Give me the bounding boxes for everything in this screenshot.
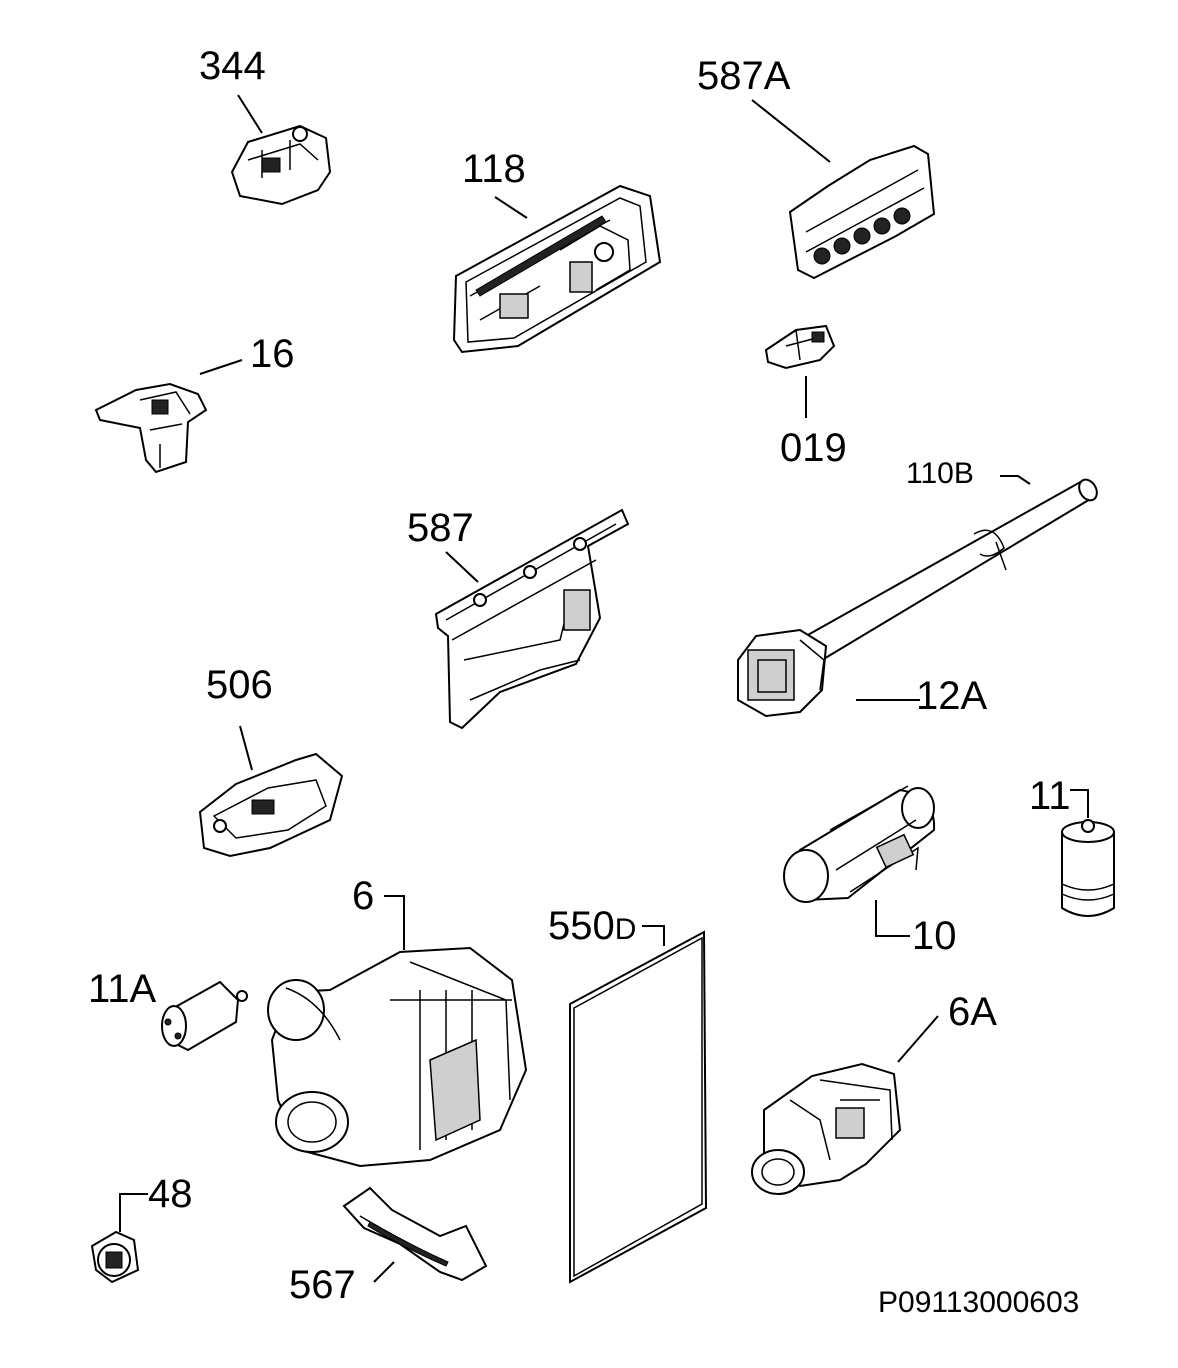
label-587a: 587A bbox=[697, 54, 791, 98]
label-550d-suffix: D bbox=[614, 913, 637, 946]
part-48-drawing bbox=[90, 1193, 148, 1284]
part-16-drawing bbox=[94, 359, 243, 474]
part-6-drawing bbox=[267, 895, 528, 1168]
label-110b: 110B bbox=[906, 457, 974, 490]
part-118-drawing bbox=[452, 184, 662, 354]
label-6: 6 bbox=[352, 874, 375, 918]
label-550d-number: 550 bbox=[548, 904, 615, 948]
part-11a-drawing bbox=[161, 980, 248, 1052]
part-110b-12a-drawing bbox=[737, 475, 1098, 718]
part-506-drawing bbox=[198, 725, 344, 858]
label-11: 11 bbox=[1029, 774, 1071, 818]
label-6a: 6A bbox=[948, 990, 997, 1034]
label-344: 344 bbox=[199, 44, 266, 88]
part-567-drawing bbox=[342, 1186, 488, 1283]
label-11a: 11A bbox=[88, 967, 157, 1011]
label-506: 506 bbox=[206, 663, 273, 707]
part-6a-drawing bbox=[751, 1015, 939, 1195]
label-10: 10 bbox=[912, 914, 957, 958]
part-587a-drawing bbox=[751, 99, 936, 280]
label-019: 019 bbox=[780, 426, 847, 470]
part-11-drawing bbox=[1061, 789, 1115, 917]
part-019-drawing bbox=[764, 324, 836, 418]
label-550d: 550D bbox=[548, 906, 636, 946]
part-587-drawing bbox=[434, 508, 630, 730]
label-587: 587 bbox=[407, 506, 474, 550]
part-550d-drawing bbox=[569, 925, 708, 1284]
drawing-code: P09113000603 bbox=[878, 1286, 1080, 1319]
part-344-drawing bbox=[230, 94, 332, 206]
label-12a: 12A bbox=[916, 674, 988, 718]
label-16: 16 bbox=[250, 332, 295, 376]
part-10-drawing bbox=[783, 785, 936, 937]
label-118: 118 bbox=[462, 147, 526, 191]
label-48: 48 bbox=[148, 1172, 193, 1216]
label-567: 567 bbox=[289, 1263, 356, 1307]
